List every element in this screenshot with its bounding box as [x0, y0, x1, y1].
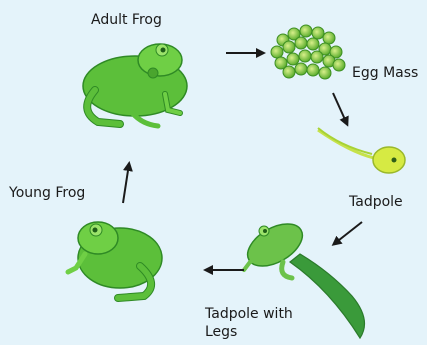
- label-egg-mass: Egg Mass: [352, 64, 418, 82]
- label-young-frog: Young Frog: [9, 184, 85, 202]
- adult-frog-illustration: [83, 44, 187, 126]
- label-tadpole: Tadpole: [349, 193, 403, 211]
- young-frog-illustration: [68, 222, 162, 298]
- label-adult-frog: Adult Frog: [91, 11, 162, 29]
- arrow-egg-to-tadpole: [333, 93, 347, 124]
- tadpole-illustration: [318, 128, 405, 173]
- arrow-young-to-adult: [123, 164, 129, 203]
- label-tadpole-with-legs: Tadpole with Legs: [205, 305, 325, 341]
- arrow-tadpole-to-legs: [334, 222, 362, 244]
- egg-mass-illustration: [271, 25, 345, 79]
